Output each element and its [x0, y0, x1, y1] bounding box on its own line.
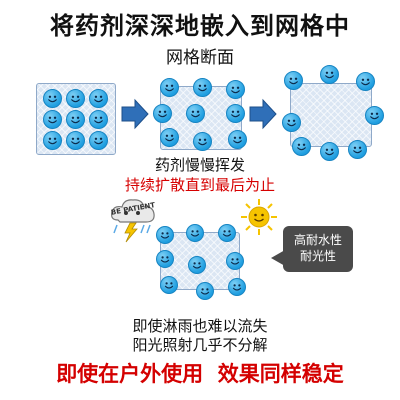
smiley-icon: [226, 252, 244, 270]
bottom-slogan: 即使在户外使用 效果同样稳定: [56, 362, 344, 386]
smiley-icon: [226, 80, 245, 99]
smiley-icon: [89, 110, 108, 129]
smiley-icon: [160, 78, 179, 97]
smiley-icon: [292, 137, 311, 156]
storm-cloud-icon: [111, 199, 155, 243]
smiley-icon: [282, 113, 301, 132]
smiley-icon: [188, 256, 206, 274]
main-title: 将药剂深深地嵌入到网格中: [50, 12, 350, 40]
smiley-icon: [218, 224, 236, 242]
caption-lasting: 持续扩散直到最后为止: [124, 176, 275, 194]
caption-slow-release: 药剂慢慢挥发: [154, 156, 245, 174]
sun-icon: [241, 199, 277, 235]
smiley-icon: [356, 72, 375, 91]
bubble-tail: [271, 250, 285, 266]
smiley-icon: [226, 104, 245, 123]
smiley-icon: [66, 110, 85, 129]
smiley-icon: [365, 106, 384, 125]
smiley-icon: [193, 78, 212, 97]
bubble-light-resistance: 耐光性: [299, 249, 336, 263]
caption-rain: 即使淋雨也难以流失: [132, 317, 268, 335]
smiley-icon: [66, 131, 85, 150]
smiley-icon: [89, 89, 108, 108]
grid-section-subtitle: 网格断面: [166, 48, 234, 68]
caption-sun: 阳光照射几乎不分解: [132, 336, 268, 354]
smiley-icon: [153, 104, 172, 123]
smiley-icon: [228, 278, 246, 296]
arrow-right-icon: [121, 98, 149, 130]
smiley-icon: [186, 224, 204, 242]
smiley-icon: [43, 110, 62, 129]
smiley-icon: [348, 140, 367, 159]
smiley-icon: [228, 130, 247, 149]
smiley-icon: [284, 71, 303, 90]
smiley-icon: [320, 142, 339, 161]
smiley-icon: [156, 250, 174, 268]
bubble-water-resistance: 高耐水性: [293, 233, 342, 247]
smiley-icon: [89, 131, 108, 150]
grid-panel-embedded: [36, 83, 116, 155]
resistance-bubble: 高耐水性 耐光性: [283, 226, 353, 272]
smiley-icon: [320, 65, 339, 84]
smiley-icon: [66, 89, 85, 108]
smiley-icon: [43, 131, 62, 150]
smiley-icon: [193, 132, 212, 151]
smiley-icon: [156, 226, 174, 244]
smiley-icon: [196, 282, 214, 300]
smiley-icon: [160, 128, 179, 147]
arrow-right-icon: [249, 98, 277, 130]
smiley-icon: [186, 104, 205, 123]
smiley-icon: [160, 276, 178, 294]
smiley-icon: [43, 89, 62, 108]
